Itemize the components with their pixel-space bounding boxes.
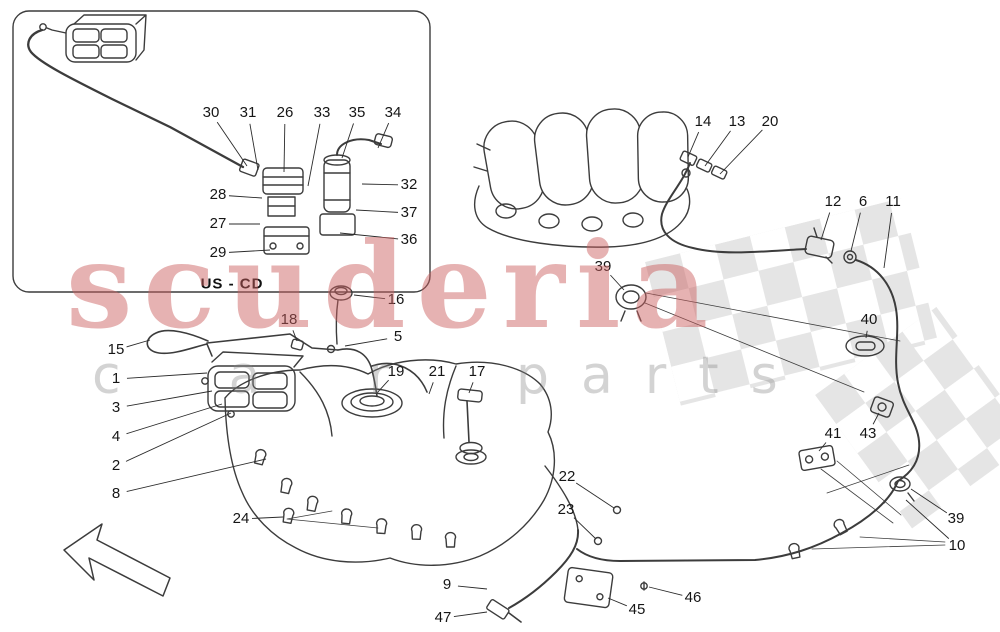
checkered-flag	[645, 197, 1000, 529]
callout-28: 28	[209, 186, 227, 204]
callout-16: 16	[387, 291, 405, 309]
callout-1: 1	[111, 370, 121, 388]
callout-17: 17	[468, 363, 486, 381]
engine-intake-manifold	[473, 108, 691, 248]
bracket-41	[798, 444, 836, 472]
callout-6: 6	[858, 193, 868, 211]
inset-hose	[27, 28, 245, 169]
callout-5: 5	[393, 328, 403, 346]
callout-8: 8	[111, 485, 121, 503]
drain-hose	[486, 505, 622, 623]
callout-10: 10	[948, 537, 966, 555]
callout-15: 15	[107, 341, 125, 359]
callout-31: 31	[239, 104, 257, 122]
vent-line-lower	[576, 480, 899, 562]
callout-11: 11	[885, 193, 901, 211]
inset-market-label: US - CD	[200, 275, 264, 293]
callout-24: 24	[232, 510, 250, 528]
callout-19: 19	[387, 363, 405, 381]
callout-20: 20	[761, 113, 779, 131]
callout-21: 21	[428, 363, 446, 381]
callout-34: 34	[384, 104, 402, 122]
callout-41: 41	[824, 425, 842, 443]
callout-14: 14	[694, 113, 712, 131]
inset-valve-assembly	[238, 158, 310, 255]
callout-18: 18	[280, 311, 298, 329]
inset-canister	[39, 14, 147, 63]
callout-4: 4	[111, 428, 121, 446]
inset-box	[12, 10, 431, 293]
direction-arrow-icon	[63, 523, 171, 597]
callout-32: 32	[400, 176, 418, 194]
vent-line-right	[855, 259, 921, 482]
callout-3: 3	[111, 399, 121, 417]
callout-30: 30	[202, 104, 220, 122]
bracket-45	[563, 566, 648, 609]
callout-23: 23	[557, 501, 575, 519]
callout-22: 22	[558, 468, 576, 486]
callout-37: 37	[400, 204, 418, 222]
callout-26: 26	[276, 104, 294, 122]
callout-33: 33	[313, 104, 331, 122]
callout-39: 39	[947, 510, 965, 528]
callout-13: 13	[728, 113, 746, 131]
tank-clips	[252, 447, 457, 548]
callout-2: 2	[111, 457, 121, 475]
grommet-39-upper	[615, 284, 901, 393]
filler-fitting	[329, 285, 353, 345]
callout-45: 45	[628, 601, 646, 619]
callout-12: 12	[824, 193, 842, 211]
callout-40: 40	[860, 311, 878, 329]
callout-39: 39	[594, 258, 612, 276]
callout-29: 29	[209, 244, 227, 262]
callout-47: 47	[434, 609, 452, 627]
callout-9: 9	[442, 576, 452, 594]
canister-hoses	[146, 329, 428, 397]
callout-43: 43	[859, 425, 877, 443]
grommet-40	[845, 335, 885, 357]
callout-27: 27	[209, 215, 227, 233]
callout-46: 46	[684, 589, 702, 607]
callout-35: 35	[348, 104, 366, 122]
callout-36: 36	[400, 231, 418, 249]
charcoal-canister	[201, 351, 304, 418]
